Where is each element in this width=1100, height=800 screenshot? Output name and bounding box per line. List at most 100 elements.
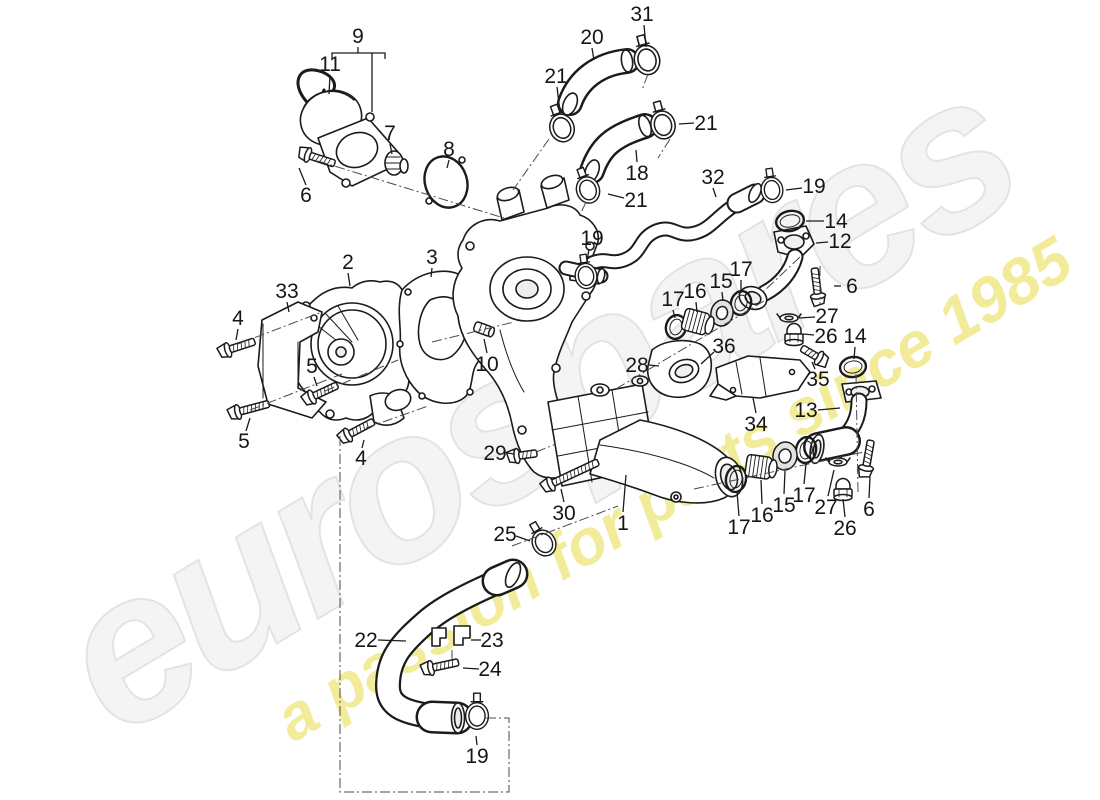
callout-leader xyxy=(430,267,433,278)
screw xyxy=(226,400,271,421)
callout-leader xyxy=(648,364,660,367)
o-ring xyxy=(838,355,868,379)
callout-label-32: 32 xyxy=(701,166,724,189)
callout-leader xyxy=(853,346,856,360)
callout-leader xyxy=(607,193,625,199)
thermostat-housing xyxy=(296,68,400,188)
callout-leader xyxy=(783,470,786,495)
callout-label-6: 6 xyxy=(300,184,312,207)
callout-label-15: 15 xyxy=(772,494,795,517)
o-ring xyxy=(774,209,806,233)
callout-leader xyxy=(635,149,638,163)
callout-leader xyxy=(298,167,307,186)
callout-label-2: 2 xyxy=(342,251,354,274)
callout-label-3: 3 xyxy=(426,246,438,269)
callout-leader xyxy=(475,735,478,746)
callout-label-28: 28 xyxy=(625,354,648,377)
centerlines-layer xyxy=(237,73,865,793)
centerline xyxy=(693,451,865,490)
hose-clamp xyxy=(548,103,576,143)
callout-label-12: 12 xyxy=(828,230,851,253)
centerline xyxy=(249,373,343,411)
callout-leader xyxy=(313,376,318,387)
callout-label-21: 21 xyxy=(544,65,567,88)
callout-label-16: 16 xyxy=(750,504,773,527)
callout-label-17: 17 xyxy=(661,288,684,311)
callout-label-5: 5 xyxy=(238,430,250,453)
hose-18 xyxy=(579,113,658,184)
round-gasket xyxy=(423,155,469,209)
hose-clamp xyxy=(575,166,601,204)
callout-label-15: 15 xyxy=(709,270,732,293)
o-ring xyxy=(724,464,748,494)
centerline xyxy=(512,138,550,191)
screw xyxy=(216,337,256,358)
gasket-28 xyxy=(646,339,713,398)
callout-leader xyxy=(803,463,807,485)
callout-label-14: 14 xyxy=(843,325,867,348)
callout-label-11: 11 xyxy=(319,53,341,76)
callout-label-21: 21 xyxy=(694,112,717,135)
callout-leader xyxy=(235,328,239,341)
callout-leader xyxy=(802,333,815,336)
callout-label-27: 27 xyxy=(815,305,838,328)
sealing-plug xyxy=(784,322,804,347)
callout-label-24: 24 xyxy=(478,658,502,681)
callout-leader xyxy=(678,122,695,125)
hose-clamp xyxy=(574,253,598,290)
callout-label-13: 13 xyxy=(794,399,817,422)
callout-label-25: 25 xyxy=(493,523,516,546)
hose-20 xyxy=(557,48,640,116)
water-pump xyxy=(293,280,419,426)
callout-label-23: 23 xyxy=(480,629,503,652)
distribution-pipe xyxy=(547,375,744,504)
callout-label-10: 10 xyxy=(475,353,498,376)
callout-leader xyxy=(811,361,816,370)
centerline xyxy=(365,405,429,429)
callout-leader xyxy=(377,639,407,642)
callout-label-14: 14 xyxy=(824,210,848,233)
callout-label-17: 17 xyxy=(729,258,752,281)
seal-ring xyxy=(772,441,798,471)
callout-label-31: 31 xyxy=(630,3,653,26)
callout-label-26: 26 xyxy=(814,325,837,348)
hose-fitting xyxy=(744,453,778,480)
standard-parts-layer xyxy=(216,33,875,731)
centerline xyxy=(613,300,765,391)
callout-label-19: 19 xyxy=(465,745,488,768)
callout-leader xyxy=(586,248,590,262)
elbow-pipe-12 xyxy=(738,225,815,311)
callout-leader xyxy=(700,351,715,365)
elbow-pipe-13 xyxy=(803,380,882,465)
centerline xyxy=(855,373,859,493)
callout-label-4: 4 xyxy=(355,447,367,470)
centerline xyxy=(535,443,557,453)
callout-label-29: 29 xyxy=(483,442,506,465)
thermostat xyxy=(384,150,409,176)
callout-label-20: 20 xyxy=(580,26,603,49)
callout-label-5: 5 xyxy=(306,355,318,378)
protective-plate xyxy=(257,301,327,419)
callout-leader xyxy=(785,187,803,191)
callout-label-27: 27 xyxy=(814,496,837,519)
centerline xyxy=(511,505,619,547)
callout-label-4: 4 xyxy=(232,307,244,330)
callout-leader xyxy=(842,498,846,518)
seal-ring xyxy=(710,299,734,327)
callout-leader xyxy=(347,272,351,287)
screw xyxy=(857,439,875,478)
callout-label-33: 33 xyxy=(275,280,298,303)
callout-label-1: 1 xyxy=(617,512,629,535)
centerline xyxy=(339,436,510,793)
screw xyxy=(419,658,460,677)
hose-fitting xyxy=(680,307,715,336)
screw xyxy=(809,267,827,308)
callout-label-19: 19 xyxy=(802,175,825,198)
callout-label-9: 9 xyxy=(352,25,364,48)
callout-label-17: 17 xyxy=(727,516,750,539)
hose-clamp xyxy=(464,692,490,731)
callout-leader xyxy=(245,417,251,432)
callout-leader xyxy=(591,47,595,61)
